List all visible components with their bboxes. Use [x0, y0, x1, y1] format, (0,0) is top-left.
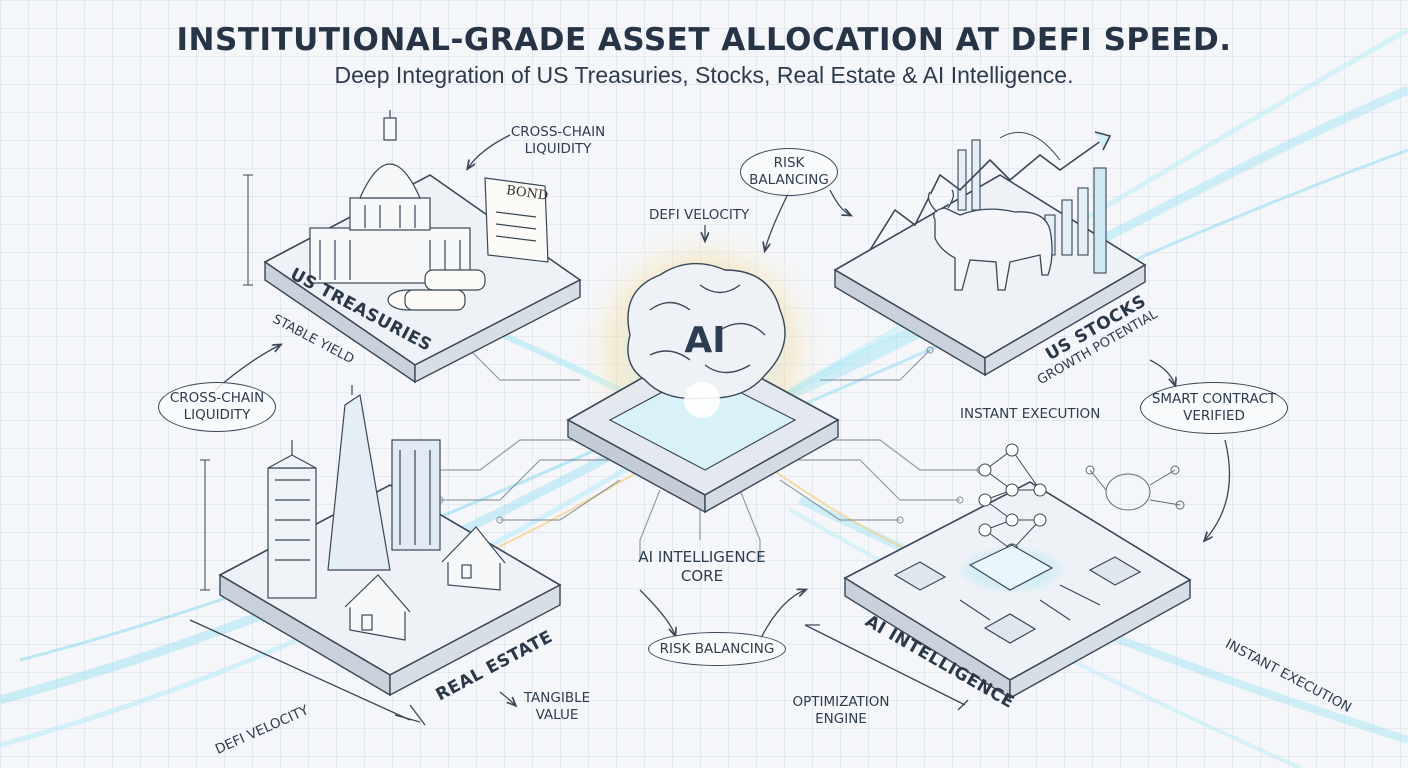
core-name-line1: AI INTELLIGENCE	[638, 548, 766, 566]
annotation-risk-bottom: RISK BALANCING	[648, 632, 786, 666]
houses-illustration	[344, 526, 506, 641]
cross-chain-top-line2: LIQUIDITY	[524, 140, 592, 157]
circuit-traces	[416, 346, 984, 560]
cross-chain-left-line1: CROSS-CHAIN	[169, 390, 265, 407]
core-name-line2: CORE	[680, 566, 724, 585]
platform-us-treasuries	[243, 110, 582, 384]
ai-intelligence-tag: OPTIMIZATION ENGINE	[786, 694, 896, 728]
core-name: AI INTELLIGENCE CORE	[612, 548, 792, 586]
growth-trend-arrow	[869, 137, 1106, 251]
ai-tag-line1: OPTIMIZATION	[792, 694, 890, 710]
microchips-illustration	[893, 544, 1142, 644]
cross-chain-top-line1: CROSS-CHAIN	[510, 124, 606, 140]
annotation-arrows	[189, 134, 1231, 726]
risk-top-line2: BALANCING	[749, 172, 829, 188]
brain-network-sketch	[1085, 465, 1185, 511]
ai-tag-line2: ENGINE	[815, 710, 867, 727]
brain-ai-label: AI	[684, 320, 726, 361]
platform-real-estate	[200, 385, 562, 697]
core-right-label: INSTANT EXECUTION	[960, 406, 1101, 422]
brain-illustration	[627, 262, 786, 400]
real-estate-tag-line1: TANGIBLE	[523, 690, 591, 706]
smart-contract-line2: VERIFIED	[1183, 408, 1245, 424]
page-title: INSTITUTIONAL-GRADE ASSET ALLOCATION AT …	[176, 22, 1232, 58]
risk-bottom-text: RISK BALANCING	[659, 640, 775, 657]
capitol-building-illustration	[309, 110, 471, 284]
platform-us-stocks	[833, 131, 1147, 377]
platform-ai-intelligence	[843, 443, 1192, 700]
smart-contract-line1: SMART CONTRACT	[1151, 391, 1277, 408]
annotation-cross-chain-top: CROSS-CHAIN LIQUIDITY	[508, 124, 608, 158]
ai-core	[566, 220, 840, 514]
bull-illustration	[927, 189, 1053, 291]
risk-top-line1: RISK	[773, 155, 805, 172]
real-estate-tag: TANGIBLE VALUE	[512, 690, 602, 724]
page-subtitle: Deep Integration of US Treasuries, Stock…	[334, 62, 1074, 88]
skyscrapers-illustration	[267, 385, 441, 599]
real-estate-tag-line2: VALUE	[535, 706, 579, 723]
bond-scroll-illustration	[387, 177, 549, 311]
cross-chain-left-line2: LIQUIDITY	[183, 407, 251, 423]
core-top-label: DEFI VELOCITY	[649, 207, 750, 223]
